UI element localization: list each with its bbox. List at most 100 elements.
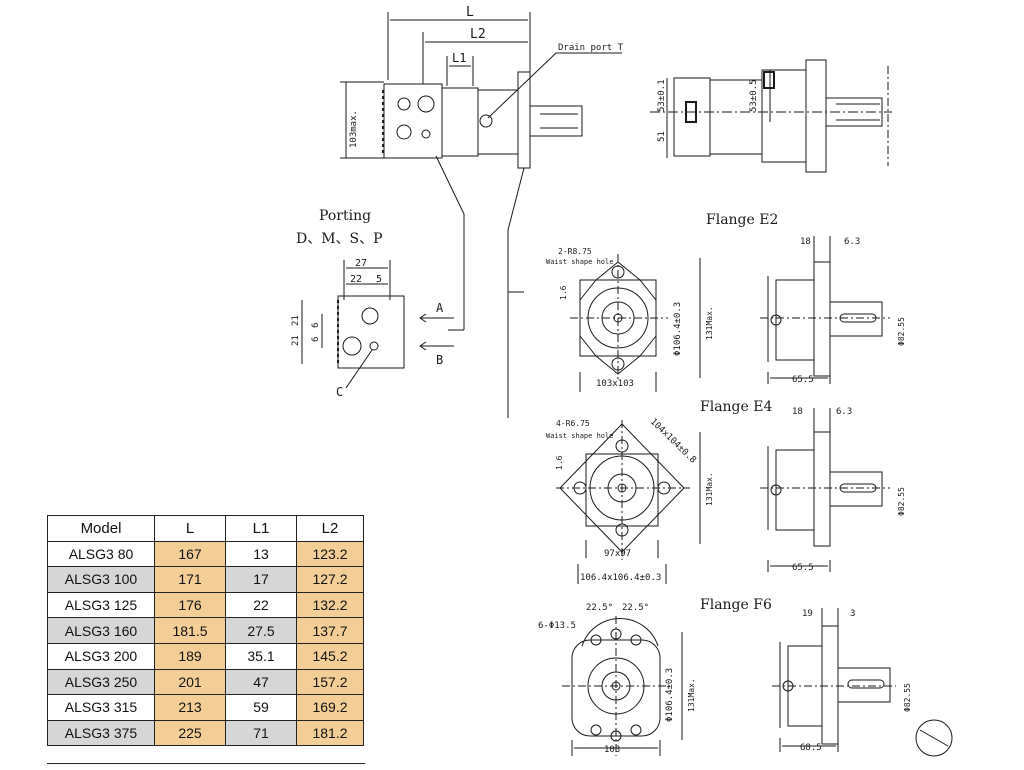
dim-L2: L2 — [470, 27, 486, 42]
dim-53-b: 53±0.5 — [749, 79, 759, 112]
col-header-model: Model — [47, 515, 155, 542]
cell-l1: 47 — [225, 668, 297, 696]
cell-model: ALSG3 250 — [47, 668, 155, 696]
porting-types: D、M、S、P — [296, 231, 383, 247]
motor-end-view: 51 53±0.1 53±0.5 — [650, 59, 892, 173]
port-dim-21-a: 21 — [291, 335, 301, 346]
e4-waist: Waist shape hole — [546, 432, 613, 440]
f6-holes: 6-Φ13.5 — [538, 621, 576, 631]
model-dimension-table: Model L L1 L2 ALSG3 80 167 13 123.2 ALSG… — [47, 515, 364, 747]
cell-l2: 123.2 — [296, 540, 364, 568]
port-label-C: C — [336, 385, 343, 399]
cell-l: 167 — [154, 540, 226, 568]
port-dim-6-a: 6 — [311, 337, 321, 342]
cell-l2: 181.2 — [296, 719, 364, 747]
cell-l1: 35.1 — [225, 642, 297, 670]
e4-97x97: 97x97 — [604, 549, 631, 559]
cell-model: ALSG3 200 — [47, 642, 155, 670]
f6-103: 103 — [604, 745, 620, 755]
table-row: ALSG3 200 189 35.1 145.2 — [47, 642, 364, 670]
f6-shaft: Φ82.55 — [903, 683, 912, 712]
e4-4r: 4-R6.75 — [556, 419, 590, 428]
f6-131max: 131Max. — [687, 678, 696, 712]
table-row: ALSG3 160 181.5 27.5 137.7 — [47, 617, 364, 644]
table-row: ALSG3 125 176 22 132.2 — [47, 591, 364, 619]
e2-18: 18 — [800, 237, 811, 247]
table-row: ALSG3 100 171 17 127.2 — [47, 566, 364, 593]
next-table-edge — [47, 763, 365, 770]
e2-1-6: 1.6 — [559, 285, 568, 300]
flange-e2: Flange E2 2-R8.75 Waist shape hole 1.6 Φ… — [546, 212, 906, 392]
table-row: ALSG3 80 167 13 123.2 — [47, 540, 364, 568]
e4-1-6: 1.6 — [555, 455, 564, 470]
port-dim-22: 22 — [350, 274, 362, 285]
port-dim-27: 27 — [355, 258, 367, 269]
f6-bore: Φ106.4±0.3 — [665, 668, 675, 722]
cell-model: ALSG3 160 — [47, 617, 155, 644]
e2-65-5: 65.5 — [792, 375, 814, 385]
cell-l1: 17 — [225, 566, 297, 593]
cell-l: 201 — [154, 668, 226, 696]
cell-l: 181.5 — [154, 617, 226, 644]
e2-2r: 2-R8.75 — [558, 247, 592, 256]
f6-angle-2: 22.5° — [622, 603, 649, 613]
table-row: ALSG3 315 213 59 169.2 — [47, 694, 364, 721]
e4-65-5: 65.5 — [792, 563, 814, 573]
e2-103x103: 103x103 — [596, 379, 634, 389]
f6-68-5: 68.5 — [800, 743, 822, 753]
cell-l1: 13 — [225, 540, 297, 568]
cell-l1: 59 — [225, 694, 297, 721]
dim-103max: 103max. — [349, 110, 359, 148]
port-label-A: A — [436, 301, 444, 315]
dim-53-a: 53±0.1 — [657, 79, 667, 112]
col-header-l: L — [154, 515, 226, 542]
cell-l2: 132.2 — [296, 591, 364, 619]
f6-19: 19 — [802, 609, 813, 619]
porting-section: Porting D、M、S、P 27 22 5 21 21 6 6 A B C — [291, 208, 454, 399]
f6-3: 3 — [850, 609, 855, 619]
cell-model: ALSG3 315 — [47, 694, 155, 721]
cell-l2: 169.2 — [296, 694, 364, 721]
e2-6-3: 6.3 — [844, 237, 860, 247]
e4-106: 106.4x106.4±0.3 — [580, 573, 661, 583]
cell-l: 213 — [154, 694, 226, 721]
cell-model: ALSG3 375 — [47, 719, 155, 747]
cell-model: ALSG3 125 — [47, 591, 155, 619]
port-dim-5: 5 — [376, 274, 382, 285]
motor-side-view: L L2 L1 Drain port T 103max. — [340, 5, 624, 418]
porting-title: Porting — [319, 208, 371, 224]
dim-L1: L1 — [452, 51, 466, 65]
table-row: ALSG3 375 225 71 181.2 — [47, 719, 364, 747]
port-dim-21-b: 21 — [291, 315, 301, 326]
drain-port-label: Drain port T — [558, 43, 624, 53]
cell-l1: 27.5 — [225, 617, 297, 644]
e2-131max: 131Max. — [705, 306, 714, 340]
flange-f6: Flange F6 6-Φ13.5 22.5° 22.5° Φ106.4±0.3… — [538, 597, 953, 757]
port-dim-6-b: 6 — [311, 323, 321, 328]
flange-f6-title: Flange F6 — [700, 597, 772, 613]
cell-l: 189 — [154, 642, 226, 670]
cell-l2: 157.2 — [296, 668, 364, 696]
cell-model: ALSG3 100 — [47, 566, 155, 593]
cell-l1: 22 — [225, 591, 297, 619]
cell-l: 225 — [154, 719, 226, 747]
flange-e4-title: Flange E4 — [700, 399, 772, 415]
col-header-l1: L1 — [225, 515, 297, 542]
table-header-row: Model L L1 L2 — [47, 515, 364, 542]
cell-l1: 71 — [225, 719, 297, 747]
e4-shaft: Φ82.55 — [897, 487, 906, 516]
table-row: ALSG3 250 201 47 157.2 — [47, 668, 364, 696]
flange-e4: Flange E4 4-R6.75 Waist shape hole 1.6 1… — [546, 399, 906, 584]
cell-model: ALSG3 80 — [47, 540, 155, 568]
e4-6-3: 6.3 — [836, 407, 852, 417]
flange-e2-title: Flange E2 — [706, 212, 778, 228]
e2-bore: Φ106.4±0.3 — [673, 302, 683, 356]
port-label-B: B — [436, 353, 443, 367]
dim-L: L — [466, 5, 474, 20]
cell-l2: 127.2 — [296, 566, 364, 593]
dim-51: 51 — [657, 131, 667, 142]
cell-l2: 137.7 — [296, 617, 364, 644]
cell-l2: 145.2 — [296, 642, 364, 670]
cell-l: 176 — [154, 591, 226, 619]
